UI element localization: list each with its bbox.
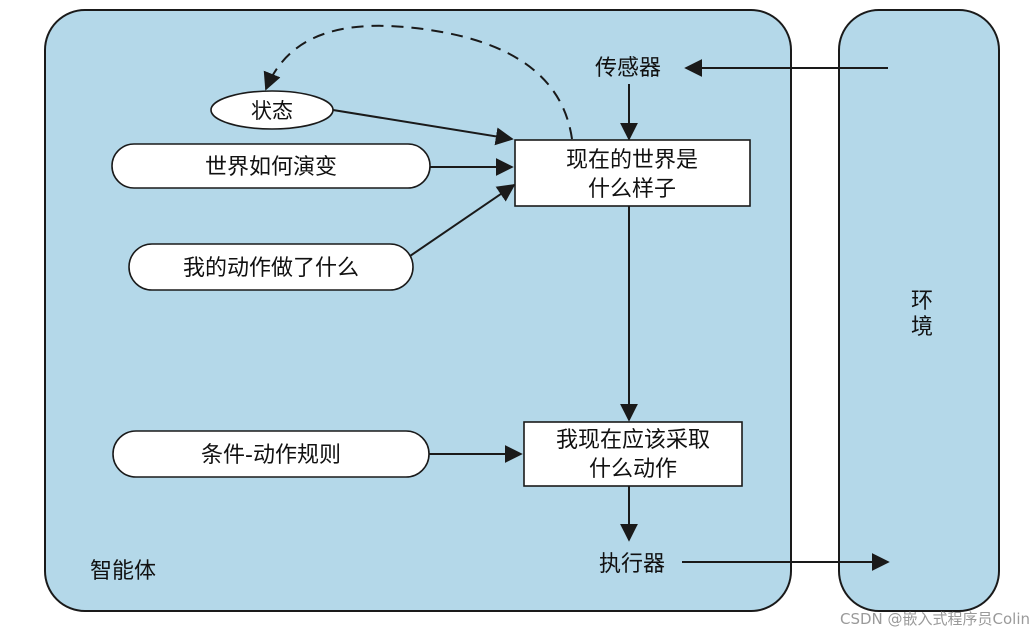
my-actions-effect-pill: [128, 243, 414, 291]
actuator-label: 执行器: [599, 552, 665, 577]
sensor-label: 传感器: [595, 56, 661, 81]
environment-label-2: 境: [911, 315, 933, 340]
current-world-box: [514, 139, 751, 207]
current-world-line1: 现在的世界是: [566, 148, 698, 173]
world-evolution-label: 世界如何演变: [205, 155, 337, 180]
environment-panel: [838, 9, 1000, 612]
watermark: CSDN @嵌入式程序员Colin: [840, 610, 1030, 628]
condition-action-rules-label: 条件-动作规则: [201, 443, 341, 468]
state-to-world-arrow: [332, 109, 514, 146]
environment-label-1: 环: [911, 289, 933, 314]
my-actions-effect-label: 我的动作做了什么: [183, 256, 359, 281]
world-to-state-dashed-arrow: [263, 24, 573, 140]
action-decision-line2: 什么动作: [589, 457, 677, 482]
agent-panel: [44, 9, 792, 612]
state-label: 状态: [251, 99, 293, 123]
action-decision-box: [523, 421, 743, 487]
current-world-line2: 什么样子: [588, 177, 676, 202]
agent-label: 智能体: [90, 559, 156, 584]
action-decision-line1: 我现在应该采取: [556, 428, 710, 453]
actions-to-world-arrow: [409, 183, 516, 257]
